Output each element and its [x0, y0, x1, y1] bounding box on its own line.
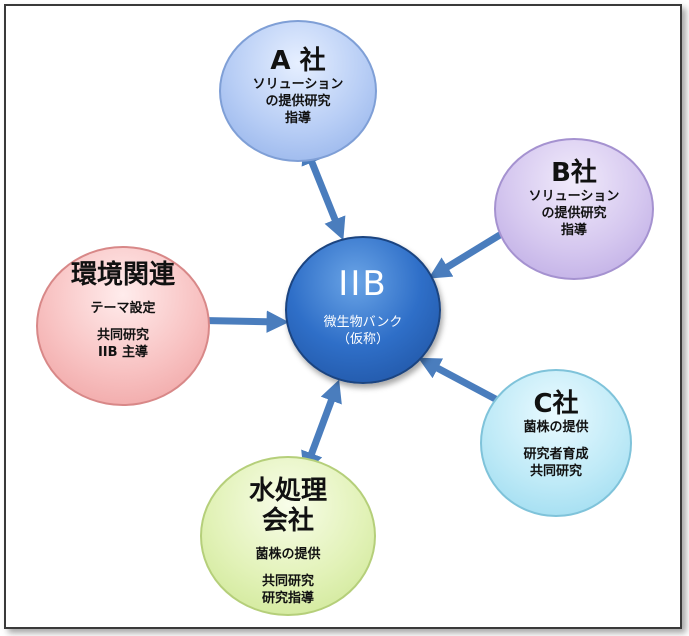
node-iib-center: IIB 微生物バンク （仮称）: [285, 236, 441, 384]
node-company-c: C社 菌株の提供 研究者育成 共同研究: [480, 369, 632, 517]
node-water-title: 水処理 会社: [248, 476, 327, 536]
node-water-desc1: 菌株の提供: [255, 547, 321, 562]
node-c-desc2: 研究者育成 共同研究: [523, 447, 589, 479]
center-subtitle: 微生物バンク （仮称）: [323, 315, 403, 347]
node-c-desc1: 菌株の提供: [523, 420, 589, 435]
node-water-treatment: 水処理 会社 菌株の提供 共同研究 研究指導: [200, 456, 376, 616]
node-b-title: B社: [551, 158, 597, 188]
center-title: IIB: [338, 264, 388, 304]
node-env-desc2: 共同研究 IIB 主導: [96, 328, 149, 360]
node-environment: 環境関連 テーマ設定 共同研究 IIB 主導: [36, 246, 210, 406]
node-a-desc: ソリューション の提供研究 指導: [252, 77, 344, 126]
node-company-b: B社 ソリューション の提供研究 指導: [494, 138, 654, 280]
node-env-desc1: テーマ設定: [90, 301, 156, 316]
node-env-title: 環境関連: [70, 260, 175, 290]
arrow-water-center: [301, 379, 342, 475]
arrow-a-center: [301, 141, 346, 241]
node-a-title: A 社: [270, 46, 326, 76]
node-water-desc2: 共同研究 研究指導: [261, 574, 314, 606]
node-company-a: A 社 ソリューション の提供研究 指導: [219, 20, 377, 162]
node-b-desc: ソリューション の提供研究 指導: [528, 189, 620, 238]
node-c-title: C社: [533, 389, 579, 419]
